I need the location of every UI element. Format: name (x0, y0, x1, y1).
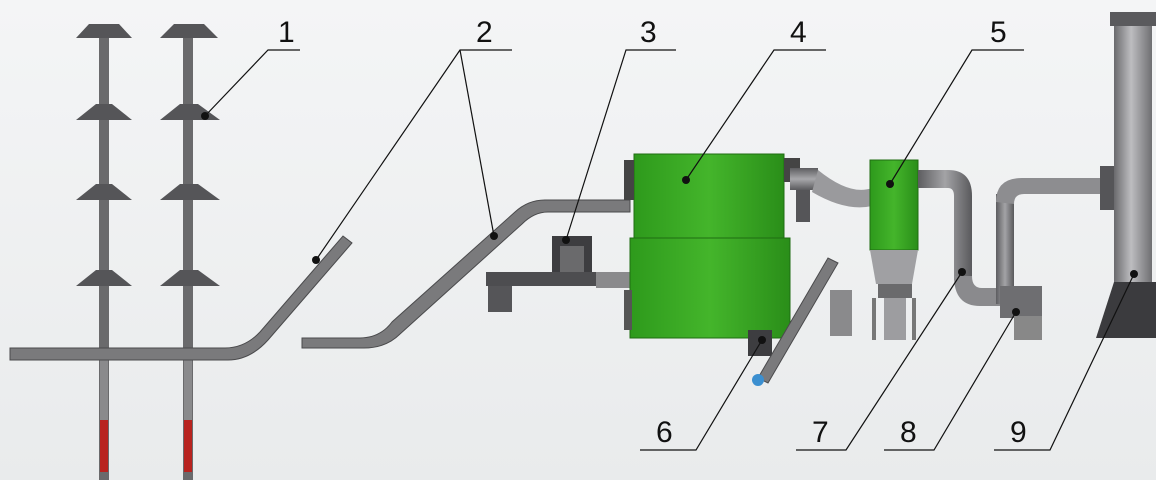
label-5: 5 (990, 16, 1007, 49)
duct (918, 170, 1004, 306)
label-7: 7 (812, 416, 829, 449)
label-8: 8 (900, 416, 917, 449)
flue-duct (790, 168, 872, 222)
vertical-auger-left (76, 24, 132, 480)
filter-unit (869, 159, 919, 340)
feeder-unit (486, 236, 630, 312)
label-1: 1 (278, 16, 295, 49)
label-4: 4 (790, 16, 807, 49)
label-9: 9 (1010, 416, 1027, 449)
label-6: 6 (656, 416, 673, 449)
vertical-auger-right (160, 24, 220, 480)
chimney (1096, 12, 1156, 338)
conveyor-left (9, 235, 353, 361)
leader-dots (201, 112, 1138, 344)
exhaust-fan (996, 178, 1102, 340)
leader-lines (204, 49, 1135, 451)
conveyor-right (301, 199, 631, 349)
label-2: 2 (476, 16, 493, 49)
label-3: 3 (640, 16, 657, 49)
ash-auger (748, 257, 852, 386)
boiler (624, 153, 800, 339)
